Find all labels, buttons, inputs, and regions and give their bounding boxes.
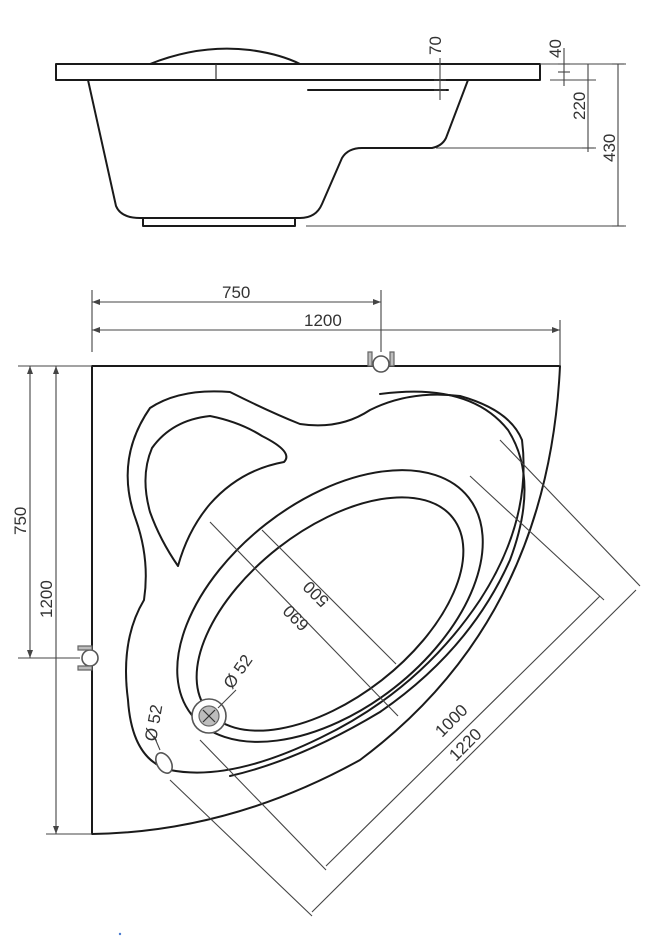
dim-750-top-arrow-left xyxy=(92,299,100,305)
dim-1200-top-label: 1200 xyxy=(304,311,342,330)
dim-1000-ext-bottom xyxy=(199,739,327,871)
dim-1200-left-arrow-top xyxy=(53,366,59,374)
dim-drain-label: Ø 52 xyxy=(220,651,257,692)
dim-430-label: 430 xyxy=(600,134,619,162)
plan-headrest-seat xyxy=(144,415,288,567)
tap-left xyxy=(77,645,99,671)
dim-1200-top-arrow-left xyxy=(92,327,100,333)
artifact-dot xyxy=(118,932,122,936)
dim-750-left-label: 750 xyxy=(11,507,30,535)
dim-70-label: 70 xyxy=(426,36,445,55)
dim-1220-ext-bottom xyxy=(169,779,313,917)
dim-750-top-label: 750 xyxy=(222,283,250,302)
dim-1200-left-arrow-bottom xyxy=(53,826,59,834)
dim-1000-ext-top xyxy=(469,475,605,601)
side-view: 70 40 220 430 xyxy=(55,36,626,227)
dim-drain-leader xyxy=(217,689,237,709)
drain-cross-2 xyxy=(202,709,216,723)
dim-1200-top-arrow-right xyxy=(552,327,560,333)
plan-outer-outline xyxy=(91,365,561,835)
dim-1000-line xyxy=(325,595,601,867)
dim-750-left-arrow-bottom xyxy=(27,650,33,658)
dim-690-line xyxy=(209,521,399,717)
plan-view: 750 1200 750 1200 500 690 1000 1220 xyxy=(11,283,641,917)
dim-40-label: 40 xyxy=(546,39,565,58)
tap-top xyxy=(367,351,395,373)
side-view-shell xyxy=(87,79,469,219)
side-view-base xyxy=(142,217,296,227)
dim-750-top-arrow-right xyxy=(373,299,381,305)
plan-rim-contour xyxy=(125,390,525,774)
dim-500-label: 500 xyxy=(299,577,332,610)
dim-1200-left-label: 1200 xyxy=(37,580,56,618)
plan-rim-edge xyxy=(229,390,526,777)
dim-overflow-leader xyxy=(153,735,161,751)
dim-overflow-label: Ø 52 xyxy=(141,703,166,743)
dim-750-left-arrow-top xyxy=(27,366,33,374)
dim-500-line xyxy=(261,529,397,665)
side-view-rim xyxy=(55,63,541,81)
side-view-headrest xyxy=(149,47,301,65)
dim-690-label: 690 xyxy=(279,601,312,634)
overflow-fitting xyxy=(155,752,173,774)
dim-1220-line xyxy=(311,589,637,913)
dim-1220-ext-top xyxy=(499,439,641,587)
dim-220-label: 220 xyxy=(570,92,589,120)
